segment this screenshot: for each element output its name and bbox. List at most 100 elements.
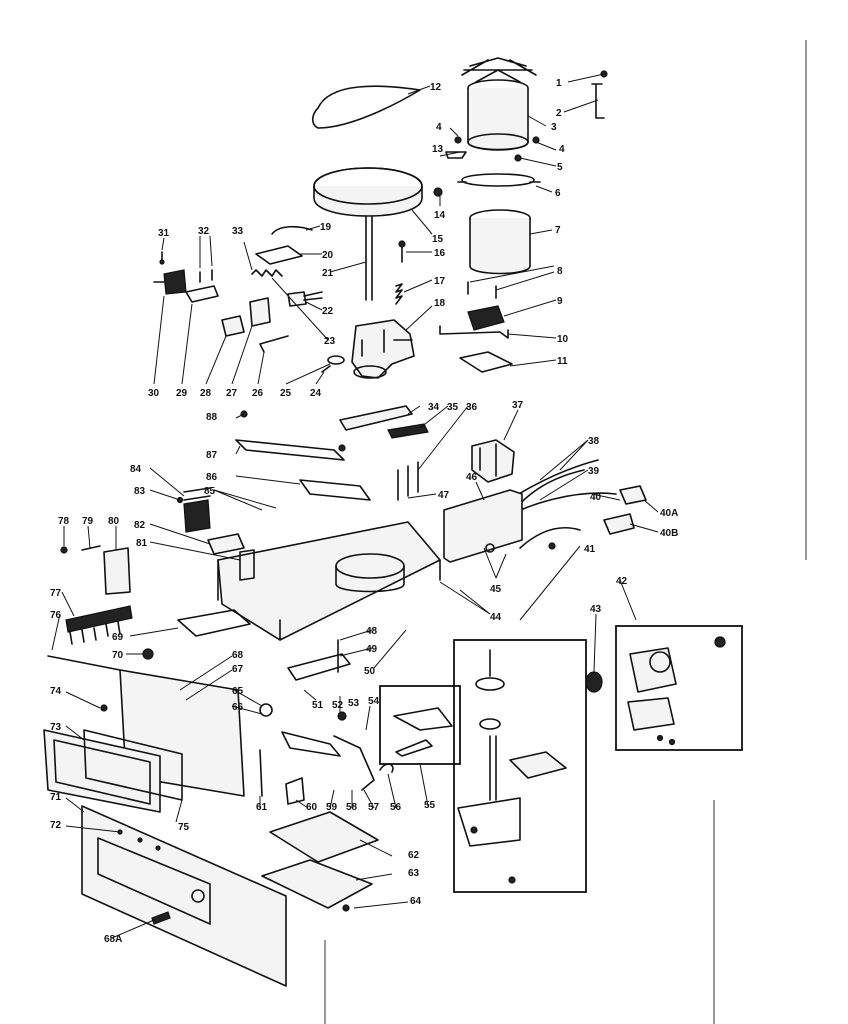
- callout-76: 76: [50, 610, 62, 621]
- callout-83: 83: [134, 486, 146, 497]
- callout-31: 31: [158, 228, 170, 239]
- callout-21: 21: [322, 268, 334, 279]
- callout-28: 28: [200, 388, 212, 399]
- transformer-part-37: [471, 439, 515, 483]
- callout-39: 39: [588, 466, 600, 477]
- screw-part-88: [240, 410, 346, 452]
- screws-4: [454, 136, 540, 144]
- callout-80: 80: [108, 516, 120, 527]
- cover-part-82: [207, 533, 245, 555]
- spring-part-16: [398, 240, 406, 263]
- callout-54: 54: [368, 696, 380, 707]
- callout-62: 62: [408, 850, 420, 861]
- callout-22: 22: [322, 306, 334, 317]
- callout-77: 77: [50, 588, 62, 599]
- callout-25: 25: [280, 388, 292, 399]
- knob-part-43: [585, 671, 603, 693]
- callout-46: 46: [466, 472, 478, 483]
- switch-part-22: [287, 291, 323, 307]
- block-part-28: [221, 315, 245, 337]
- callout-82: 82: [134, 520, 146, 531]
- screw-part-31: [159, 251, 165, 265]
- callout-86: 86: [206, 472, 218, 483]
- callout-69: 69: [112, 632, 124, 643]
- callout-47: 47: [438, 490, 450, 501]
- plug-part-45: [519, 526, 581, 550]
- bracket-part-81: [239, 549, 255, 581]
- callout-65: 65: [232, 686, 244, 697]
- callout-14: 14: [434, 210, 446, 221]
- callout-53: 53: [348, 698, 360, 709]
- callout-30: 30: [148, 388, 160, 399]
- callout-4a: 4: [436, 122, 442, 133]
- callout-40b: 40B: [660, 528, 678, 539]
- bracket-part-80: [103, 547, 131, 595]
- turntable-part-15: [313, 167, 423, 301]
- callout-41: 41: [584, 544, 596, 555]
- inset-part-41: [453, 639, 587, 893]
- button-part-68a: [151, 911, 171, 925]
- callout-56: 56: [390, 802, 402, 813]
- cylinder-part-7: [469, 209, 531, 275]
- relay-part-30: [153, 269, 187, 295]
- bracket-part-29: [185, 285, 219, 303]
- callout-6: 6: [555, 188, 561, 199]
- callout-13: 13: [432, 144, 444, 155]
- frame-part-73: [43, 729, 161, 813]
- callout-1: 1: [556, 78, 562, 89]
- callout-55: 55: [424, 800, 436, 811]
- callout-45: 45: [490, 584, 502, 595]
- callout-87: 87: [206, 450, 218, 461]
- callout-10: 10: [557, 334, 569, 345]
- callout-58: 58: [346, 802, 358, 813]
- callout-74: 74: [50, 686, 62, 697]
- inset-part-42: [615, 625, 743, 751]
- plate-part-11: [459, 351, 513, 373]
- callout-8: 8: [557, 266, 563, 277]
- callout-37: 37: [512, 400, 524, 411]
- callout-16: 16: [434, 248, 446, 259]
- callout-18: 18: [434, 298, 446, 309]
- callout-15: 15: [432, 234, 444, 245]
- callout-9: 9: [557, 296, 563, 307]
- spring-part-17: [395, 283, 403, 305]
- callout-29: 29: [176, 388, 188, 399]
- callout-52: 52: [332, 700, 344, 711]
- callout-60: 60: [306, 802, 318, 813]
- callout-19: 19: [320, 222, 332, 233]
- motor-part: [461, 57, 537, 151]
- callout-49: 49: [366, 644, 378, 655]
- bracket-part-48-49: [287, 639, 351, 681]
- screw-part-53: [337, 711, 347, 721]
- sensor-part-27: [249, 297, 271, 327]
- callout-38: 38: [588, 436, 600, 447]
- lever-part-52: [281, 731, 341, 757]
- callout-57: 57: [368, 802, 380, 813]
- callout-4b: 4: [559, 144, 565, 155]
- rod-part-26: [259, 335, 289, 353]
- callout-51: 51: [312, 700, 324, 711]
- connector-part-40b: [603, 513, 635, 535]
- plate-part-63: [261, 859, 373, 912]
- main-chassis-part: [217, 521, 441, 641]
- callout-43: 43: [590, 604, 602, 615]
- callout-71: 71: [50, 792, 62, 803]
- callout-40: 40: [590, 492, 602, 503]
- callout-40a: 40A: [660, 508, 678, 519]
- band-part-6: [457, 173, 541, 187]
- callout-27: 27: [226, 388, 238, 399]
- callout-48: 48: [366, 626, 378, 637]
- callout-84: 84: [130, 464, 142, 475]
- heater-part-9: [467, 305, 505, 331]
- callout-68: 68: [232, 650, 244, 661]
- callout-5: 5: [557, 162, 563, 173]
- callout-79: 79: [82, 516, 94, 527]
- callout-66: 66: [232, 702, 244, 713]
- callout-2: 2: [556, 108, 562, 119]
- callout-88: 88: [206, 412, 218, 423]
- bracket-part-2: [591, 70, 608, 119]
- callout-26: 26: [252, 388, 264, 399]
- screws-part-78-79: [60, 545, 101, 554]
- rod-part-61: [259, 749, 263, 797]
